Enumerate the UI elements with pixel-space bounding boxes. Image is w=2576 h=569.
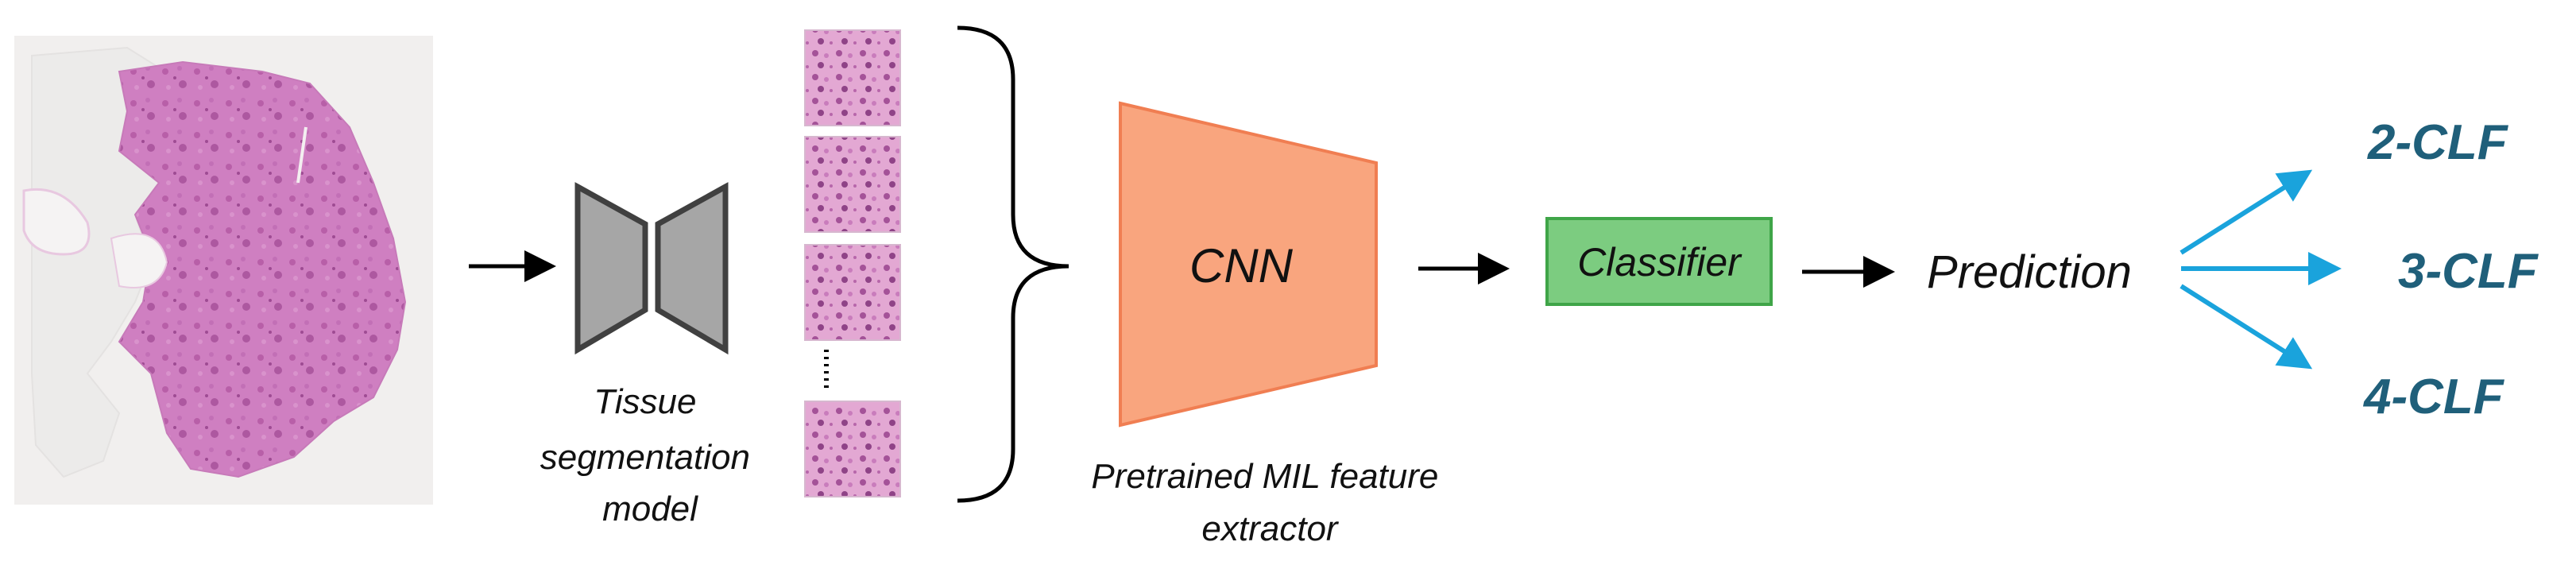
encoder-decoder-icon	[574, 182, 729, 355]
feature-extractor-label: Pretrained MIL feature extractor	[1091, 457, 1448, 548]
patch-image	[804, 136, 901, 233]
output-arrow	[2180, 169, 2313, 255]
cnn-block	[1119, 101, 1378, 428]
patch-stack	[804, 29, 901, 497]
patch-image	[804, 29, 901, 126]
output-3-clf: 3-CLF	[2398, 244, 2539, 299]
output-arrow	[2180, 284, 2313, 370]
classifier-label: Classifier	[1577, 240, 1742, 284]
patch-image	[804, 244, 901, 341]
curly-brace	[957, 25, 1069, 503]
classifier-box	[1545, 217, 1773, 306]
patch-image	[804, 401, 901, 497]
whole-slide-image	[14, 36, 433, 505]
prediction-label: Prediction	[1927, 246, 2132, 298]
cnn-label: CNN	[1189, 239, 1294, 292]
segmentation-label: Tissue segmentation model	[540, 382, 760, 528]
output-2-clf: 2-CLF	[2367, 115, 2509, 170]
output-4-clf: 4-CLF	[2362, 370, 2505, 424]
